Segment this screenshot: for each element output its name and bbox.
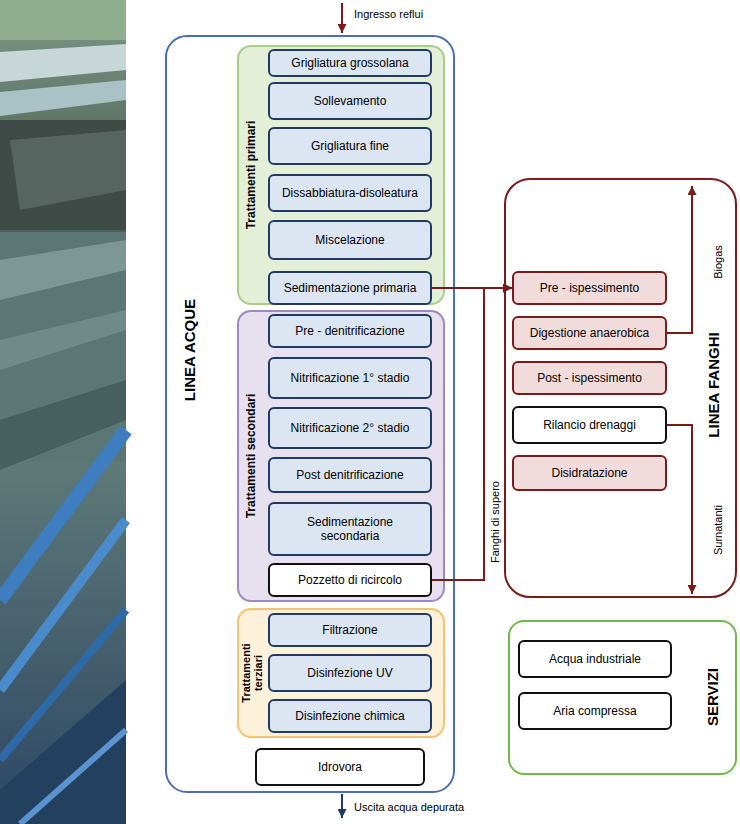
box-label: Disidratazione — [551, 466, 627, 480]
box-label: Disinfezione UV — [307, 666, 392, 680]
process-box: Nitrificazione 1° stadio — [268, 357, 432, 399]
stage-band: Trattamenti primari Grigliatura grossolan… — [237, 45, 445, 305]
process-box: Dissabbiatura-disoleatura — [268, 174, 432, 212]
service-box: Aria compressa — [518, 692, 672, 730]
process-box: Pozzetto di ricircolo — [268, 563, 432, 597]
process-box: Sedimentazione primaria — [268, 271, 432, 305]
process-box: Pre - denitrificazione — [268, 314, 432, 348]
process-line-group: LINEA ACQUE Trattamenti primari Grigliatur… — [165, 35, 455, 793]
box-label: Nitrificazione 1° stadio — [291, 371, 410, 385]
process-box: Grigliatura fine — [268, 127, 432, 165]
box-label: Pre - ispessimento — [540, 281, 639, 295]
process-box: Disinfezione chimica — [268, 699, 432, 733]
flow-label: Biogas — [712, 244, 725, 280]
box-label: Post denitrificazione — [296, 468, 403, 482]
supernatant-arrow — [667, 425, 692, 594]
box-label: Aria compressa — [553, 704, 636, 718]
flow-label: Ingresso reflui — [353, 8, 424, 21]
box-label: Sedimentazione primaria — [284, 281, 417, 295]
box-label: Grigliatura fine — [311, 139, 389, 153]
process-box: Sollevamento — [268, 82, 432, 120]
process-box: Nitrificazione 2° stadio — [268, 407, 432, 449]
box-label: Post - ispessimento — [537, 371, 642, 385]
box-label: Filtrazione — [322, 623, 377, 637]
process-box: Disinfezione UV — [268, 654, 432, 692]
sludge-connector — [432, 288, 512, 580]
process-box: Disidratazione — [512, 455, 667, 491]
box-label: Rilancio drenaggi — [543, 418, 636, 432]
box-label: Sedimentazione secondaria — [293, 515, 408, 544]
box-label: Grigliatura grossolana — [291, 56, 408, 70]
flow-label: Surnatanti — [712, 504, 725, 556]
sludge-connector — [432, 287, 512, 289]
group-title: SERVIZI — [705, 627, 722, 767]
outlet-arrow — [341, 794, 343, 818]
group-title: LINEA FANGHI — [706, 285, 723, 485]
process-box: Digestione anaerobica — [512, 316, 667, 350]
process-box: Rilancio drenaggi — [512, 406, 667, 444]
biogas-arrow — [667, 186, 692, 333]
box-label: Miscelazione — [315, 233, 384, 247]
process-box: Post - ispessimento — [512, 361, 667, 395]
box-label: Idrovora — [318, 760, 362, 774]
plant-photo — [0, 0, 126, 824]
box-label: Digestione anaerobica — [530, 326, 649, 340]
box-label: Disinfezione chimica — [295, 709, 404, 723]
process-line-group: LINEA FANGHI Pre - ispessimentoDigestione… — [504, 178, 737, 598]
inlet-arrow — [341, 3, 343, 33]
flow-label: Uscita acqua depurata — [353, 801, 465, 814]
box-label: Nitrificazione 2° stadio — [291, 421, 410, 435]
group-title: Trattamenti terziari — [240, 631, 264, 715]
services-group: SERVIZI Acqua industrialeAria compressa — [508, 620, 737, 775]
process-box: Grigliatura grossolana — [268, 49, 432, 77]
box-label: Sollevamento — [314, 94, 387, 108]
process-box: Sedimentazione secondaria — [268, 502, 432, 556]
group-title: Trattamenti secondari — [245, 321, 258, 591]
process-box: Pre - ispessimento — [512, 271, 667, 305]
group-title: LINEA ACQUE — [182, 240, 199, 460]
process-box: Filtrazione — [268, 613, 432, 647]
stage-band: Trattamenti secondari Pre - denitrificazi… — [237, 310, 445, 602]
group-title: Trattamenti primari — [245, 55, 258, 295]
box-label: Acqua industriale — [549, 652, 641, 666]
stage-band: Trattamenti terziari FiltrazioneDisinfezi… — [237, 608, 445, 738]
box-label: Pozzetto di ricircolo — [298, 573, 402, 587]
box-label: Pre - denitrificazione — [295, 324, 404, 338]
process-box: Miscelazione — [268, 220, 432, 260]
process-box: Post denitrificazione — [268, 457, 432, 493]
box-label: Dissabbiatura-disoleatura — [282, 186, 418, 200]
connector-label: Fanghi di supero — [489, 480, 502, 564]
service-box: Acqua industriale — [518, 640, 672, 678]
process-box: Idrovora — [255, 748, 425, 786]
